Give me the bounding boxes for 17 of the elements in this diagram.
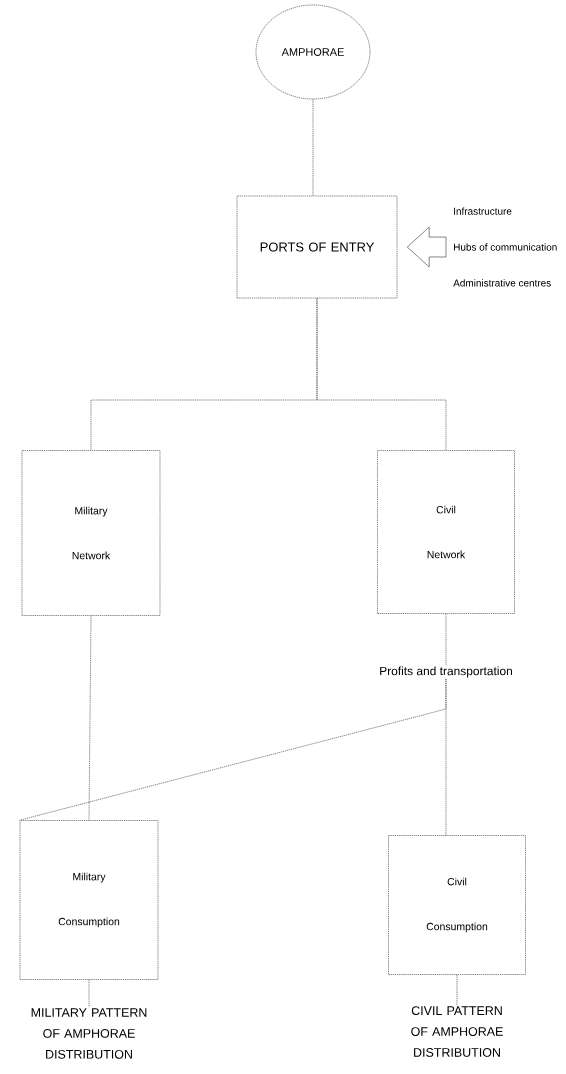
process-box: Military Network: [21, 450, 161, 616]
connector-line: [88, 615, 92, 821]
connector-line: [445, 613, 447, 666]
process-box: Military Consumption: [19, 820, 159, 980]
connector-line: [456, 974, 458, 1006]
connector-line: [312, 99, 314, 196]
connector-line: [316, 298, 447, 451]
process-box: PORTS OF ENTRY: [236, 195, 398, 299]
text-label: MILITARY PATTERN OF AMPHORAE DISTRIBUTION: [31, 1008, 147, 1059]
text-label: Profits and transportation: [380, 666, 512, 678]
block-arrow: [406, 226, 447, 268]
text-label: CIVIL PATTERN OF AMPHORAE DISTRIBUTION: [411, 1006, 503, 1057]
connector-line: [88, 979, 90, 1008]
connector-line: [445, 678, 447, 836]
text-list: Infrastructure Hubs of communication Administrative centres: [453, 207, 557, 287]
process-box: Civil Consumption: [388, 835, 526, 975]
process-box: Civil Network: [377, 450, 515, 614]
